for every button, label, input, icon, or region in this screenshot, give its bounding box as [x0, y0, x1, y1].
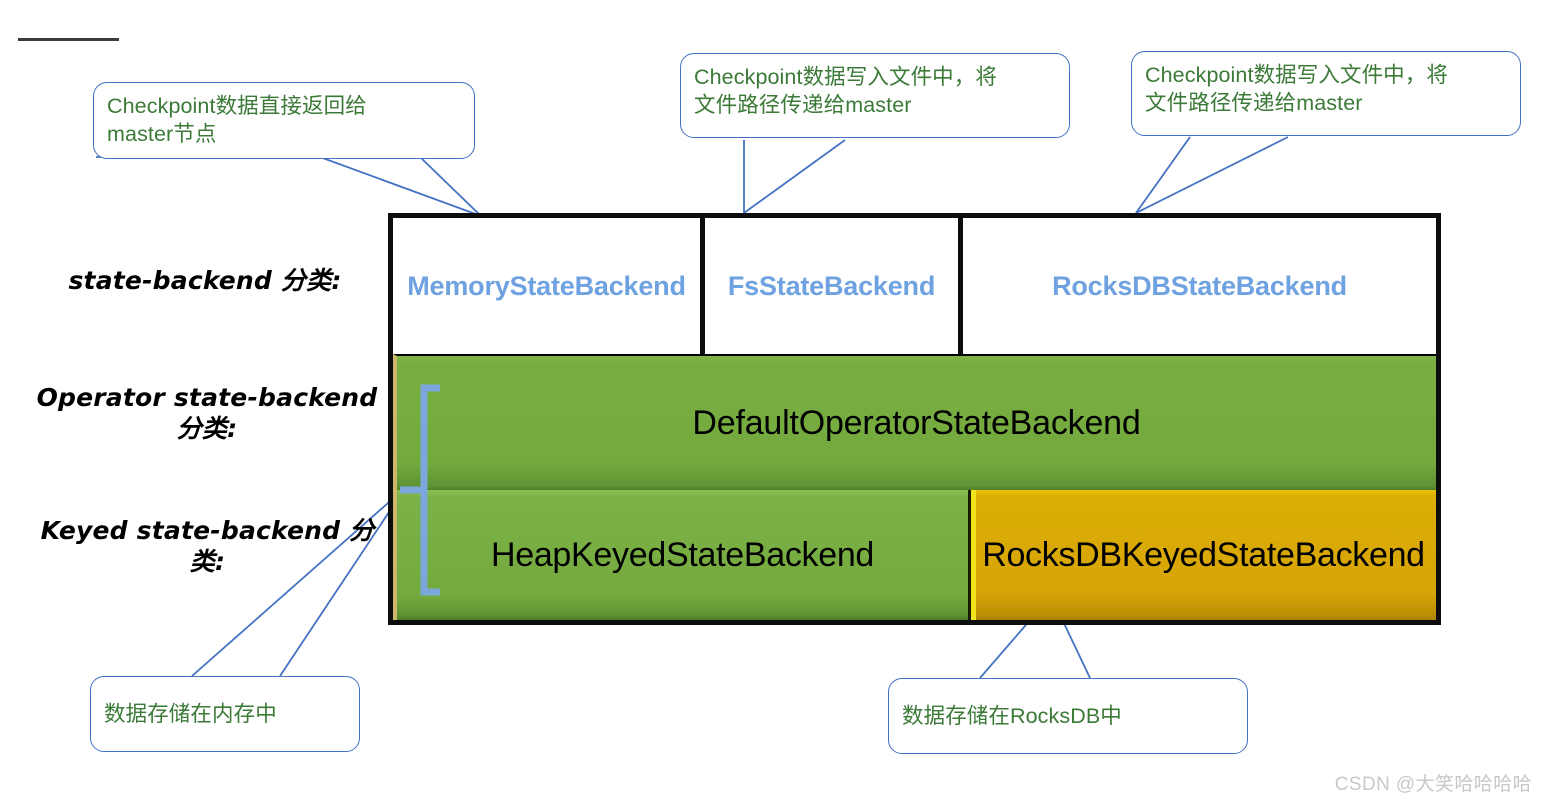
operator-state-backend-block[interactable]: DefaultOperatorStateBackend — [393, 354, 1436, 490]
row-label-operator-state-backend: Operator state-backend 分类: — [36, 383, 378, 443]
header-label-rocksdb-state-backend: RocksDBStateBackend — [1052, 270, 1347, 301]
rocksdb-keyed-state-backend-block[interactable]: RocksDBKeyedStateBackend — [968, 490, 1436, 620]
header-cell-fs-state-backend[interactable]: FsStateBackend — [705, 218, 963, 354]
row-label-state-backend: state-backend 分类: — [68, 266, 342, 295]
header-cell-memory-state-backend[interactable]: MemoryStateBackend — [393, 218, 705, 354]
top-left-rule — [18, 38, 119, 41]
heap-keyed-state-backend-label: HeapKeyedStateBackend — [490, 535, 875, 574]
leader-line-rocksdb — [1135, 136, 1289, 214]
keyed-state-backend-row: HeapKeyedStateBackend RocksDBKeyedStateB… — [393, 490, 1436, 620]
header-label-fs-state-backend: FsStateBackend — [727, 270, 936, 301]
backend-header-row: MemoryStateBackend FsStateBackend RocksD… — [393, 218, 1436, 354]
leader-line-fs — [743, 139, 846, 215]
leader-line-memory — [96, 156, 482, 217]
callout-memory-checkpoint-note[interactable]: Checkpoint数据直接返回给 master节点 — [93, 82, 475, 159]
callout-heap-storage-note[interactable]: 数据存储在内存中 — [90, 676, 360, 752]
operator-state-backend-label: DefaultOperatorStateBackend — [692, 403, 1141, 442]
header-label-memory-state-backend: MemoryStateBackend — [407, 270, 686, 301]
callout-rocksdb-checkpoint-note[interactable]: Checkpoint数据写入文件中，将 文件路径传递给master — [1131, 51, 1521, 136]
state-backend-matrix: MemoryStateBackend FsStateBackend RocksD… — [388, 213, 1441, 625]
row-label-keyed-state-backend: Keyed state-backend 分类: — [40, 516, 375, 576]
callout-rocksdb-storage-note[interactable]: 数据存储在RocksDB中 — [888, 678, 1248, 754]
csdn-watermark: CSDN @大笑哈哈哈哈 — [1334, 774, 1532, 795]
heap-keyed-state-backend-block[interactable]: HeapKeyedStateBackend — [393, 490, 968, 620]
rocksdb-keyed-state-backend-label: RocksDBKeyedStateBackend — [982, 535, 1425, 574]
callout-fs-checkpoint-note[interactable]: Checkpoint数据写入文件中，将 文件路径传递给master — [680, 53, 1070, 138]
header-cell-rocksdb-state-backend[interactable]: RocksDBStateBackend — [963, 218, 1436, 354]
